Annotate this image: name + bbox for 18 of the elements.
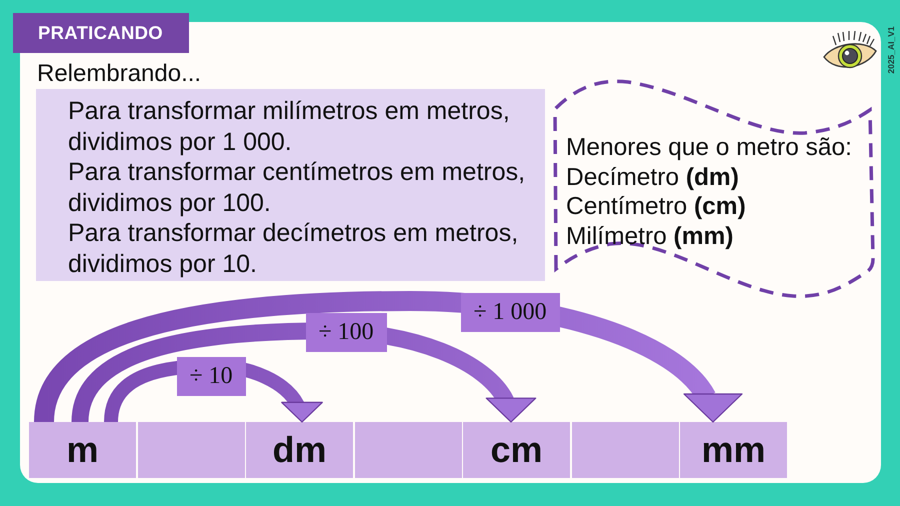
title-banner: PRATICANDO <box>13 13 189 53</box>
info-text: Para transformar decímetros em metros, dividimos por 10. <box>68 218 520 279</box>
note-text: Decímetro (dm) <box>566 162 740 192</box>
edge-label: ÷ 1 000 <box>460 293 560 332</box>
info-text: Para transformar milímetros em metros, dividimos por 1 000. <box>68 96 511 157</box>
version-code: 2025_AI_V1 <box>886 26 896 74</box>
unit-cell: cm <box>463 422 570 478</box>
unit-cell: m <box>29 422 136 478</box>
unit-cell: dm <box>246 422 353 478</box>
note-text: Milímetro (mm) <box>566 222 734 251</box>
info-text: Para transformar centímetros em metros, dividimos por 100. <box>68 157 526 218</box>
edge-label: ÷ 10 <box>176 357 246 396</box>
curved-arrow <box>34 291 743 424</box>
panel-heading: Relembrando... <box>37 59 202 89</box>
note-text: Centímetro (cm) <box>566 192 747 222</box>
unit-cell: mm <box>680 422 787 478</box>
edge-label: ÷ 100 <box>306 313 387 352</box>
note-text: Menores que o metro são: <box>566 133 853 162</box>
